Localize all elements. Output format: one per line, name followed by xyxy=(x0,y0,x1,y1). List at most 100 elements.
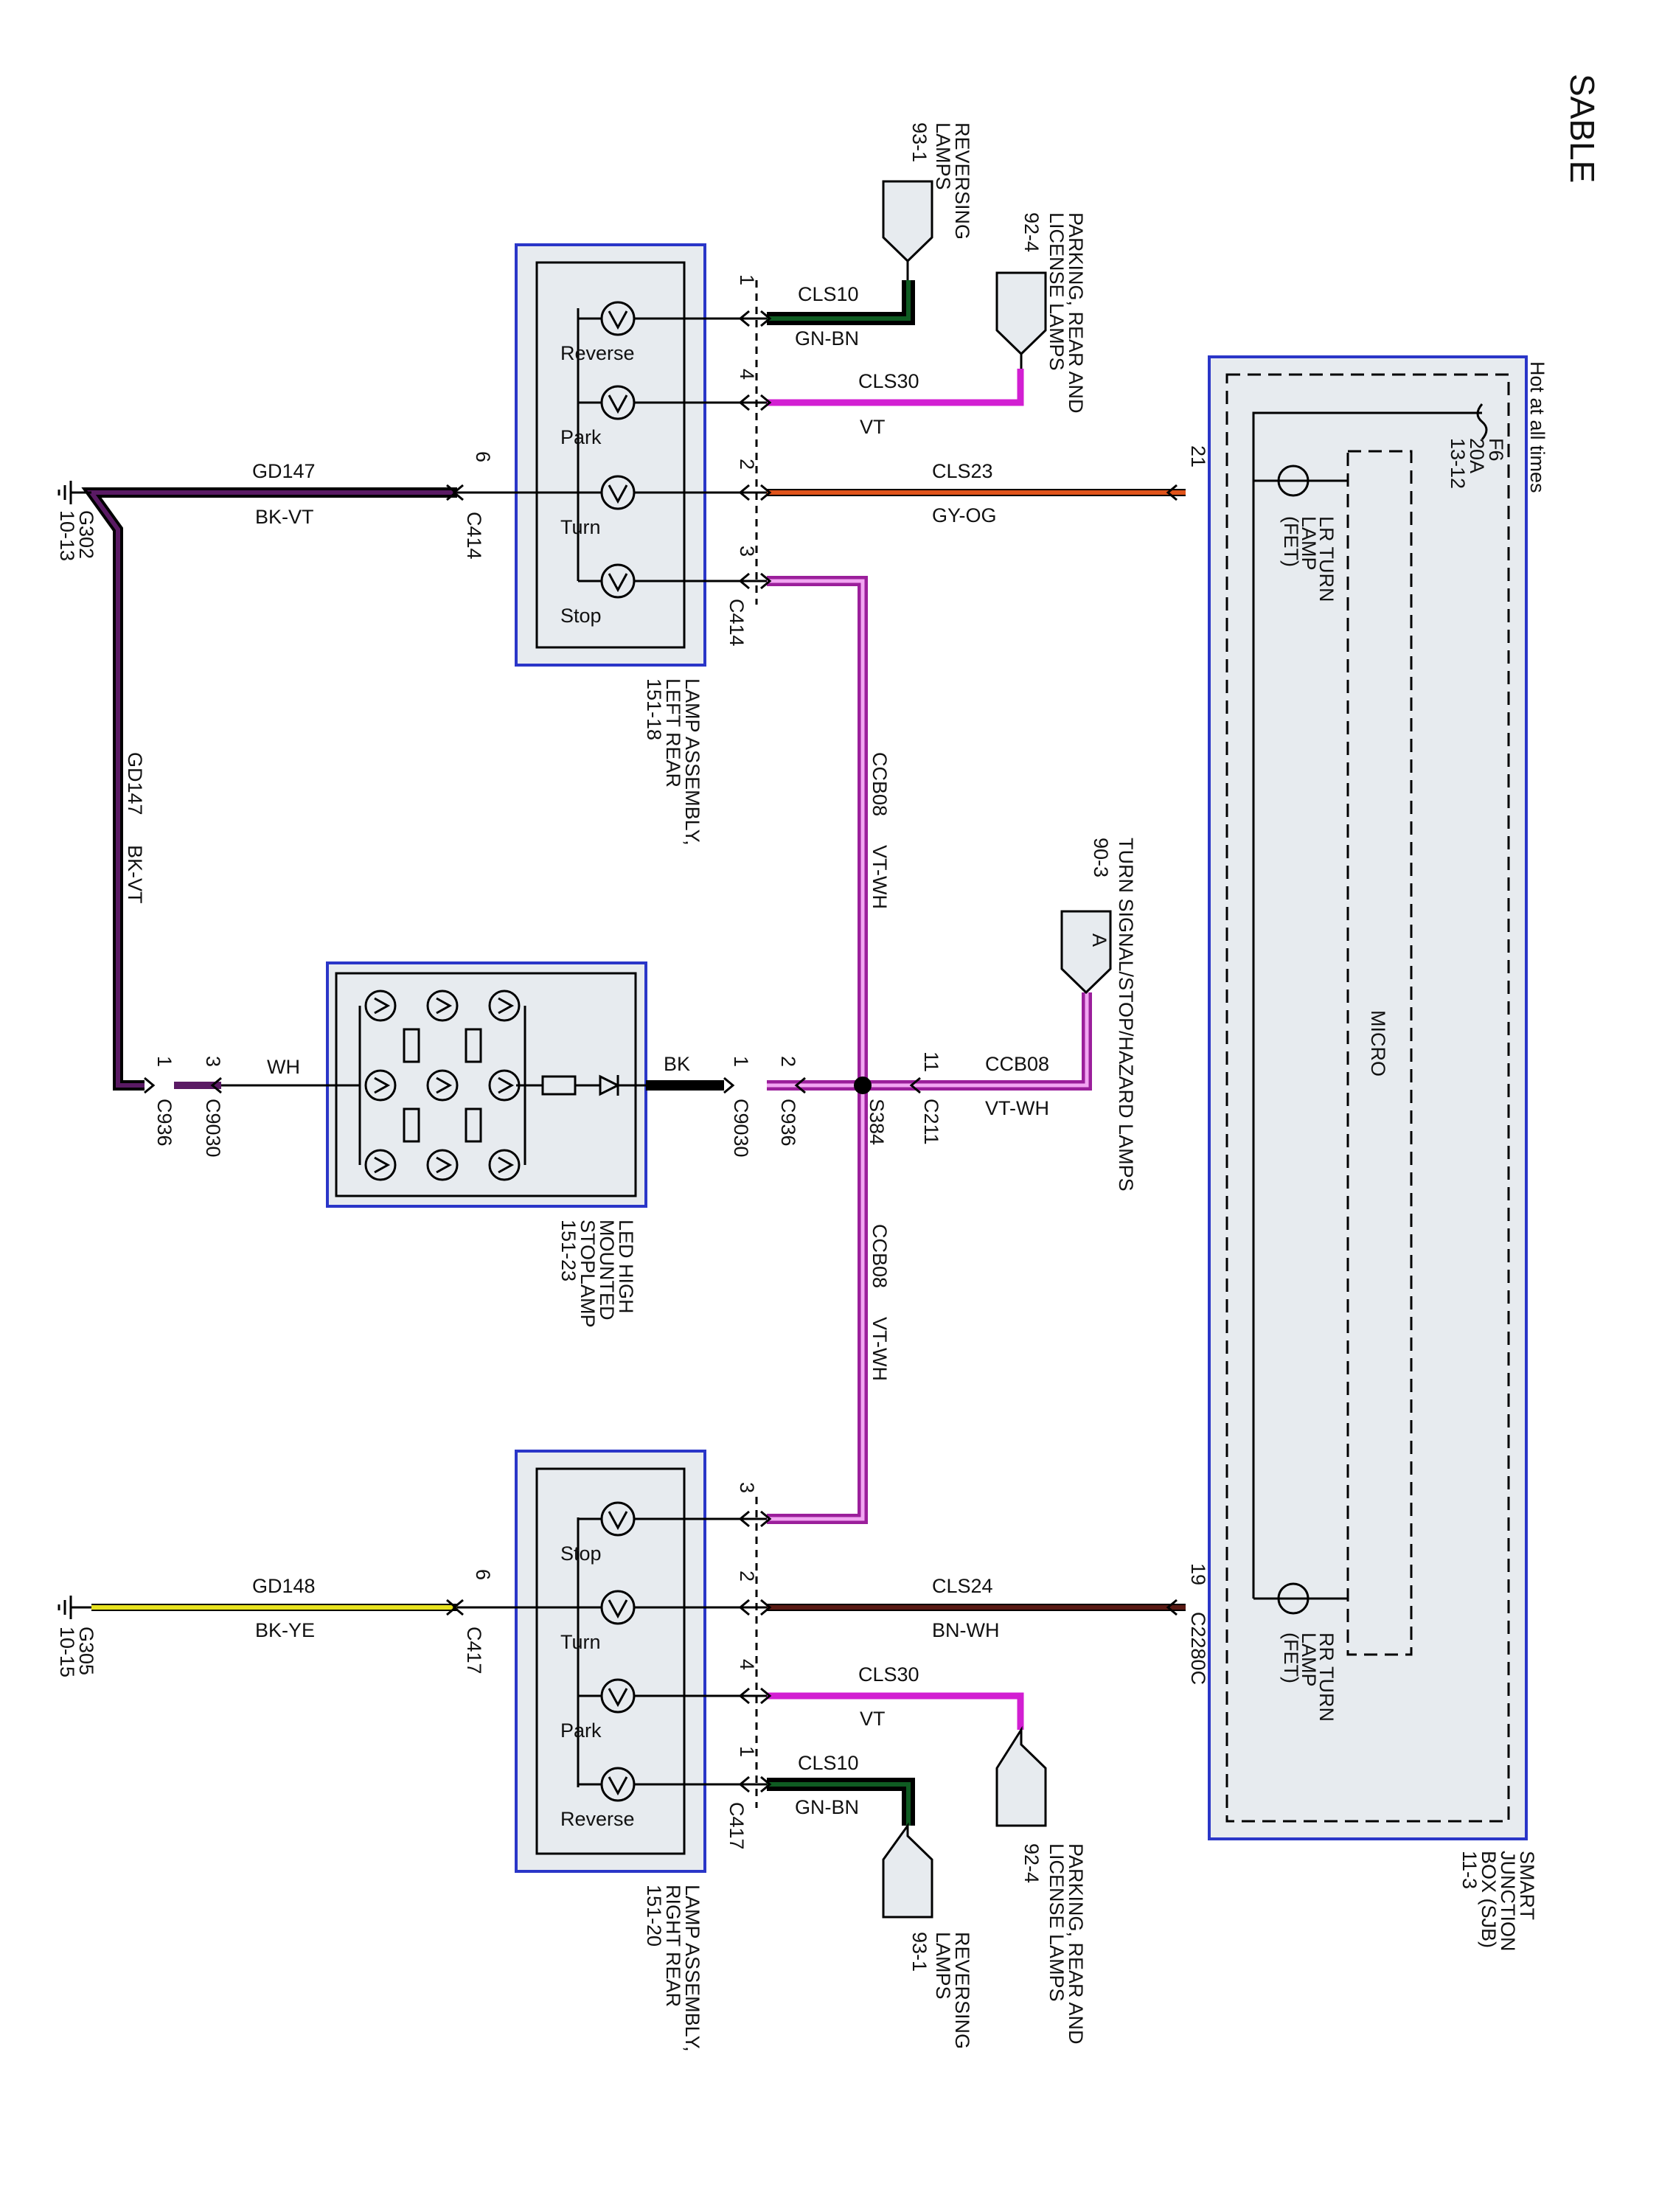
cls24-color: BN-WH xyxy=(932,1619,999,1641)
led-icon xyxy=(488,1149,521,1181)
ref-parking-right-name-2: LICENSE LAMPS xyxy=(1046,1843,1068,2002)
bulb-icon xyxy=(600,563,636,599)
sjb-hot-label: Hot at all times xyxy=(1526,361,1548,493)
ref-reversing-right-flag xyxy=(882,1822,933,1919)
ground-g305: G305 10-15 xyxy=(56,1596,97,1677)
led-icon xyxy=(364,1069,397,1102)
gd147-color: BK-VT xyxy=(255,506,314,528)
lamp-left-connector-top: C414 xyxy=(726,599,748,647)
ref-parking-right: PARKING, REAR AND LICENSE LAMPS 92-4 xyxy=(995,1725,1087,2045)
ground-g305-icon xyxy=(58,1596,91,1619)
bulb-label: Park xyxy=(560,1719,602,1742)
ref-turn-signal-name: TURN SIGNAL/STOP/HAZARD LAMPS xyxy=(1115,838,1137,1192)
ref-parking-left-name-2: LICENSE LAMPS xyxy=(1046,212,1068,371)
led-icon xyxy=(488,1069,521,1102)
wire-bk-stoplamp: BK xyxy=(646,1053,724,1091)
pin-label: 3 xyxy=(736,546,758,557)
bulb-label: Turn xyxy=(560,516,601,538)
c9030-right-label: C9030 xyxy=(730,1099,752,1158)
sjb-fuse-label-1: F6 xyxy=(1485,438,1507,462)
led-icon xyxy=(364,990,397,1022)
connector-arrows xyxy=(144,310,1178,1793)
bulb-icon xyxy=(600,385,636,420)
wire-wh: WH xyxy=(174,1056,336,1089)
micro-dashed xyxy=(1346,450,1413,1656)
ref-parking-right-ref: 92-4 xyxy=(1020,1843,1043,1883)
lamp-left-ground-connector: C414 xyxy=(463,512,485,560)
bulb-icon xyxy=(600,1678,636,1714)
wire-ccb08-riser: CCB08 VT-WH CCB08 VT-WH xyxy=(767,576,891,1524)
connector-chevron-icon xyxy=(210,1077,222,1094)
connector-chevron-icon xyxy=(760,484,772,501)
c936-left-label: C936 xyxy=(153,1099,175,1147)
rr-turn-label-2: LAMP xyxy=(1298,1632,1320,1687)
connector-chevron-icon xyxy=(738,1599,750,1616)
ref-reversing-right-name-1: REVERSING xyxy=(951,1932,973,2049)
led-icon xyxy=(488,990,521,1022)
cls10-left-circuit: CLS10 xyxy=(798,283,859,305)
sjb-ref: 11-3 xyxy=(1458,1851,1481,1889)
bulb-stop-lamp_left: Stop 3 xyxy=(560,546,767,627)
lr-turn-label-2: LAMP xyxy=(1298,516,1320,571)
wh-label: WH xyxy=(267,1056,300,1078)
connector-chevron-icon xyxy=(1166,484,1178,501)
sjb-pin-21: 21 xyxy=(1187,445,1209,467)
lamp-left-name-2: LEFT REAR xyxy=(662,678,684,787)
stoplamp-name-2: MOUNTED xyxy=(596,1220,618,1321)
gd147-v-circuit: GD147 xyxy=(124,752,146,815)
pin-label: 1 xyxy=(736,274,758,285)
led-icon xyxy=(364,1149,397,1181)
sjb-outline xyxy=(1208,355,1528,1840)
g305-name: G305 xyxy=(75,1627,97,1675)
cls23-circuit: CLS23 xyxy=(932,460,993,482)
c936-right-label: C936 xyxy=(777,1099,799,1147)
c9030-left-label: C9030 xyxy=(202,1099,224,1158)
connector-chevron-icon xyxy=(738,572,750,590)
ref-turn-signal-flag xyxy=(1060,910,1112,995)
ref-reversing-left: REVERSING LAMPS 93-1 xyxy=(882,122,973,280)
sjb-fuse-label-3: 13-12 xyxy=(1447,438,1469,489)
pin-label: 3 xyxy=(736,1482,758,1493)
lamp-right-connector-bottom: C417 xyxy=(726,1802,748,1850)
lamp-right-ground-pin: 6 xyxy=(472,1569,494,1580)
cls24-circuit: CLS24 xyxy=(932,1575,993,1597)
ref-parking-left-flag xyxy=(995,271,1047,356)
bulb-reverse-lamp_left: Reverse 1 xyxy=(560,274,767,364)
led-resistor-icon xyxy=(465,1028,482,1063)
gd148-circuit: GD148 xyxy=(252,1575,316,1597)
bulb-label: Stop xyxy=(560,605,602,627)
connector-chevron-icon xyxy=(738,1775,750,1793)
connector-chevron-icon xyxy=(1166,1599,1178,1616)
pin-label: 1 xyxy=(736,1746,758,1757)
ref-reversing-left-ref: 93-1 xyxy=(908,122,931,162)
connector-chevron-icon xyxy=(452,1599,464,1616)
sjb-feed-line xyxy=(1252,411,1482,1599)
led-resistor-icon xyxy=(403,1107,420,1143)
bulb-label: Turn xyxy=(560,1631,601,1653)
stoplamp-ref: 151-23 xyxy=(557,1220,580,1281)
led-resistor-icon xyxy=(403,1028,420,1063)
ground-g302-icon xyxy=(58,481,91,504)
lamp-right-ground-connector: C417 xyxy=(463,1627,485,1674)
ccb08-ts-color: VT-WH xyxy=(985,1097,1049,1119)
ref-parking-left-name-1: PARKING, REAR AND xyxy=(1065,212,1087,414)
stoplamp-diode-icon xyxy=(599,1074,621,1096)
connector-chevron-icon xyxy=(144,1077,156,1094)
c9030-left-pin: 3 xyxy=(202,1056,224,1067)
sjb-name-3: BOX (SJB) xyxy=(1478,1851,1500,1948)
lamp-left-ground-pin: 6 xyxy=(472,451,494,462)
page-title: SABLE xyxy=(1563,74,1601,183)
lamp-right-ref: 151-20 xyxy=(643,1885,665,1947)
bulb-label: Reverse xyxy=(560,342,635,364)
ref-turn-signal-marker: A xyxy=(1088,933,1110,947)
ref-parking-left: PARKING, REAR AND LICENSE LAMPS 92-4 xyxy=(995,212,1087,414)
sjb-connector: C2280C xyxy=(1187,1612,1209,1685)
g305-ref: 10-15 xyxy=(56,1627,78,1677)
lamp-left-name-1: LAMP ASSEMBLY, xyxy=(681,678,703,846)
stoplamp-name-3: STOPLAMP xyxy=(577,1220,599,1328)
connector-chevron-icon xyxy=(760,1775,772,1793)
rr-turn-label-1: RR TURN xyxy=(1315,1632,1338,1722)
bulb-icon xyxy=(600,475,636,510)
